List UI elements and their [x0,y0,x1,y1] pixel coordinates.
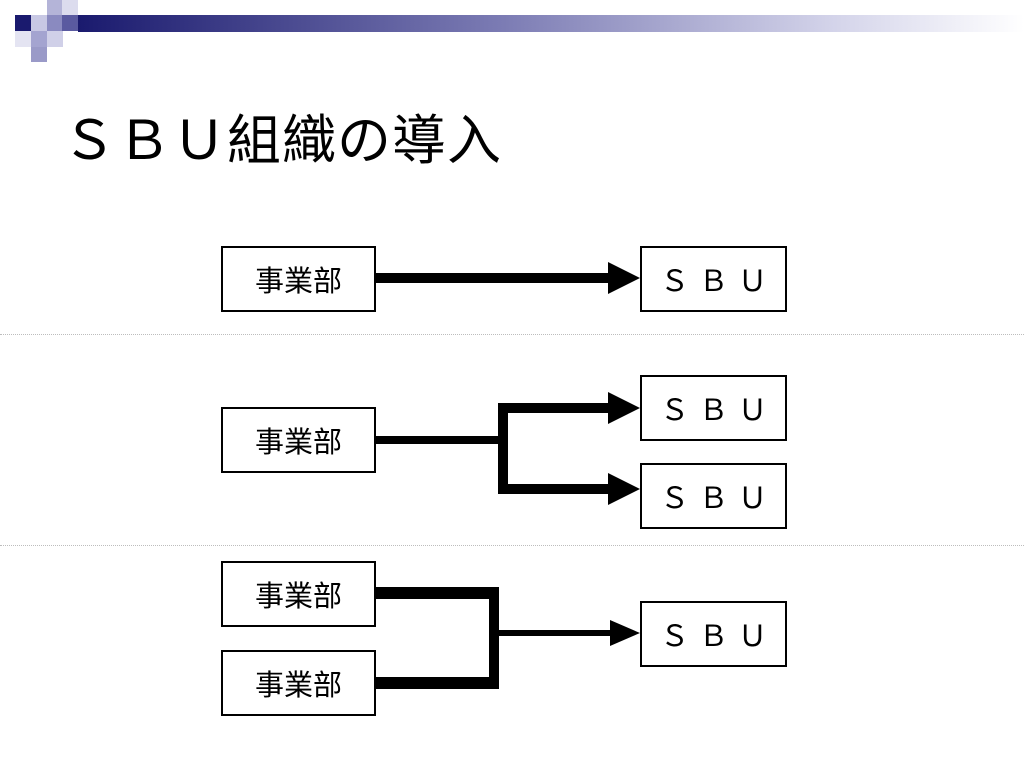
section-divider [0,334,1024,335]
division-box: 事業部 [221,561,376,627]
section-divider [0,545,1024,546]
arrow-head-icon [608,262,640,294]
arrow-head-icon [608,392,640,424]
division-box: 事業部 [221,407,376,473]
arrow-head-icon [610,620,640,646]
checker-square [62,0,78,15]
header-decoration [15,0,1024,62]
sbu-box: ＳＢＵ [640,246,787,312]
checker-square [47,31,63,47]
header-gradient-bar [78,15,1024,32]
division-box: 事業部 [221,650,376,716]
division-box: 事業部 [221,246,376,312]
sbu-box: ＳＢＵ [640,375,787,441]
checker-square [31,15,47,31]
checker-square [15,31,31,47]
checker-square [62,15,78,31]
checker-square [47,15,63,31]
checker-square [31,47,47,62]
checker-square [31,31,47,47]
arrow-head-icon [608,473,640,505]
checker-square [15,15,31,31]
checker-square [47,0,63,15]
sbu-box: ＳＢＵ [640,463,787,529]
page-title: ＳＢＵ組織の導入 [62,109,502,172]
sbu-box: ＳＢＵ [640,601,787,667]
